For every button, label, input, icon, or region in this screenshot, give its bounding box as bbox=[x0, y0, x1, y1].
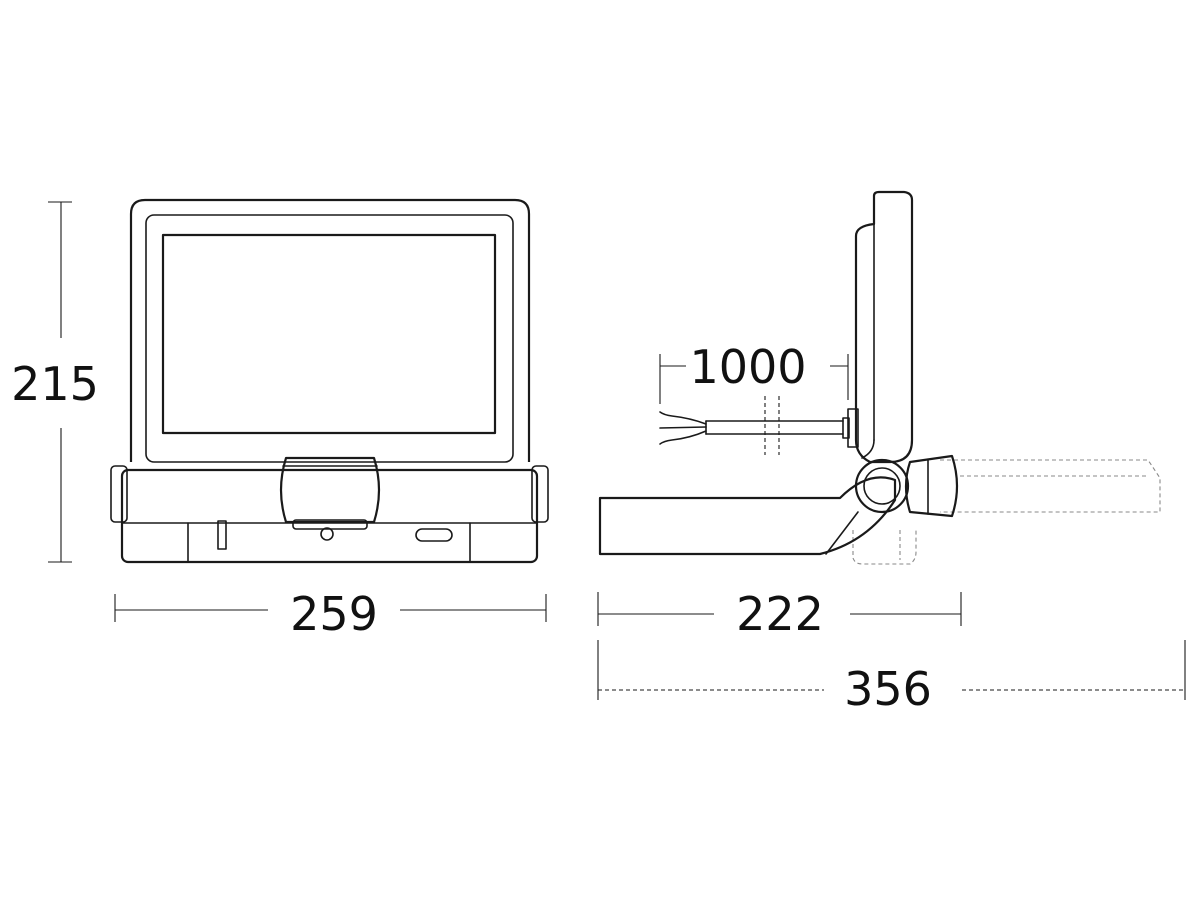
total-depth-dimension: 356 bbox=[597, 640, 1186, 716]
side-view bbox=[598, 190, 1161, 565]
front-width-label: 259 bbox=[290, 587, 378, 641]
cable-length-dimension: 1000 bbox=[659, 340, 849, 404]
total-depth-label: 356 bbox=[844, 662, 932, 716]
height-label: 215 bbox=[11, 357, 99, 411]
side-depth-label: 222 bbox=[736, 587, 824, 641]
cable-length-label: 1000 bbox=[689, 340, 806, 394]
side-depth-dimension: 222 bbox=[597, 587, 962, 641]
front-view bbox=[110, 198, 549, 564]
height-dimension: 215 bbox=[11, 201, 99, 563]
front-width-dimension: 259 bbox=[114, 587, 547, 641]
